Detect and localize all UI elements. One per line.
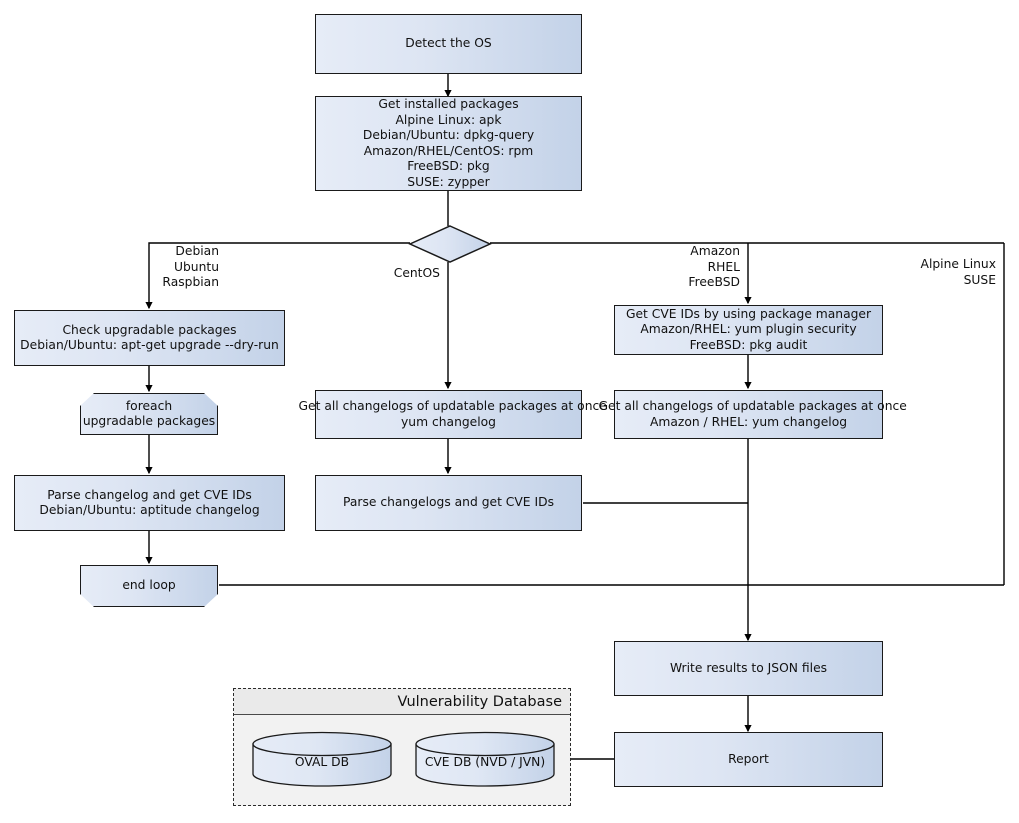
node-parse-changelogs-centos-label: Parse changelogs and get CVE IDs xyxy=(343,495,554,510)
node-get-cve-ids-pkgmgr[interactable]: Get CVE IDs by using package manager Ama… xyxy=(614,305,883,355)
node-foreach-loop[interactable]: foreach upgradable packages xyxy=(80,393,218,435)
cylinder-oval-db-label: OVAL DB xyxy=(294,755,350,769)
node-os-decision[interactable] xyxy=(408,224,492,264)
vulnerability-database-container: Vulnerability Database OVAL DB xyxy=(233,688,571,806)
node-check-upgradable-label: Check upgradable packages Debian/Ubuntu:… xyxy=(20,322,279,353)
branch-label-alpine: Alpine Linux SUSE xyxy=(920,257,996,287)
node-get-changelogs-rhel[interactable]: Get all changelogs of updatable packages… xyxy=(599,390,907,439)
vulnerability-database-title: Vulnerability Database xyxy=(234,689,570,715)
cylinder-cve-db-label: CVE DB (NVD / JVN) xyxy=(424,755,546,769)
edge-decision-to-debian xyxy=(145,242,410,310)
node-get-changelogs-rhel-label: Get all changelogs of updatable packages… xyxy=(598,399,907,429)
cylinder-oval-db[interactable]: OVAL DB xyxy=(251,731,393,787)
node-get-installed-packages[interactable]: Get installed packages Alpine Linux: apk… xyxy=(315,96,582,191)
node-parse-changelog-debian-label: Parse changelog and get CVE IDs Debian/U… xyxy=(39,487,260,518)
node-get-cve-ids-pkgmgr-label: Get CVE IDs by using package manager Ama… xyxy=(625,306,872,352)
node-write-results[interactable]: Write results to JSON files xyxy=(614,641,883,696)
node-get-changelogs-centos[interactable]: Get all changelogs of updatable packages… xyxy=(299,390,607,439)
loop-start-shape xyxy=(80,393,218,435)
node-get-installed-packages-label: Get installed packages Alpine Linux: apk… xyxy=(362,97,535,189)
diamond-shape xyxy=(408,225,492,263)
cylinder-shape-oval xyxy=(252,731,392,787)
node-check-upgradable[interactable]: Check upgradable packages Debian/Ubuntu:… xyxy=(14,310,285,366)
node-end-loop-label: end loop xyxy=(122,578,176,593)
node-get-changelogs-centos-label: Get all changelogs of updatable packages… xyxy=(298,399,607,429)
cylinder-shape-cve xyxy=(415,731,555,787)
node-detect-os-label: Detect the OS xyxy=(405,36,492,51)
node-detect-os[interactable]: Detect the OS xyxy=(315,14,582,74)
node-report-label: Report xyxy=(728,751,769,766)
branch-label-centos: CentOS xyxy=(393,266,440,280)
loop-end-shape xyxy=(80,565,218,607)
node-parse-changelogs-centos[interactable]: Parse changelogs and get CVE IDs xyxy=(315,475,582,531)
branch-label-amazon: Amazon RHEL FreeBSD xyxy=(688,244,740,289)
node-report[interactable]: Report xyxy=(614,732,883,787)
branch-label-debian: Debian Ubuntu Raspbian xyxy=(162,244,219,289)
node-foreach-loop-label: foreach upgradable packages xyxy=(82,398,216,429)
node-parse-changelog-debian[interactable]: Parse changelog and get CVE IDs Debian/U… xyxy=(14,475,285,531)
node-write-results-label: Write results to JSON files xyxy=(669,660,828,675)
cylinder-cve-db[interactable]: CVE DB (NVD / JVN) xyxy=(414,731,556,787)
node-end-loop[interactable]: end loop xyxy=(80,565,218,607)
